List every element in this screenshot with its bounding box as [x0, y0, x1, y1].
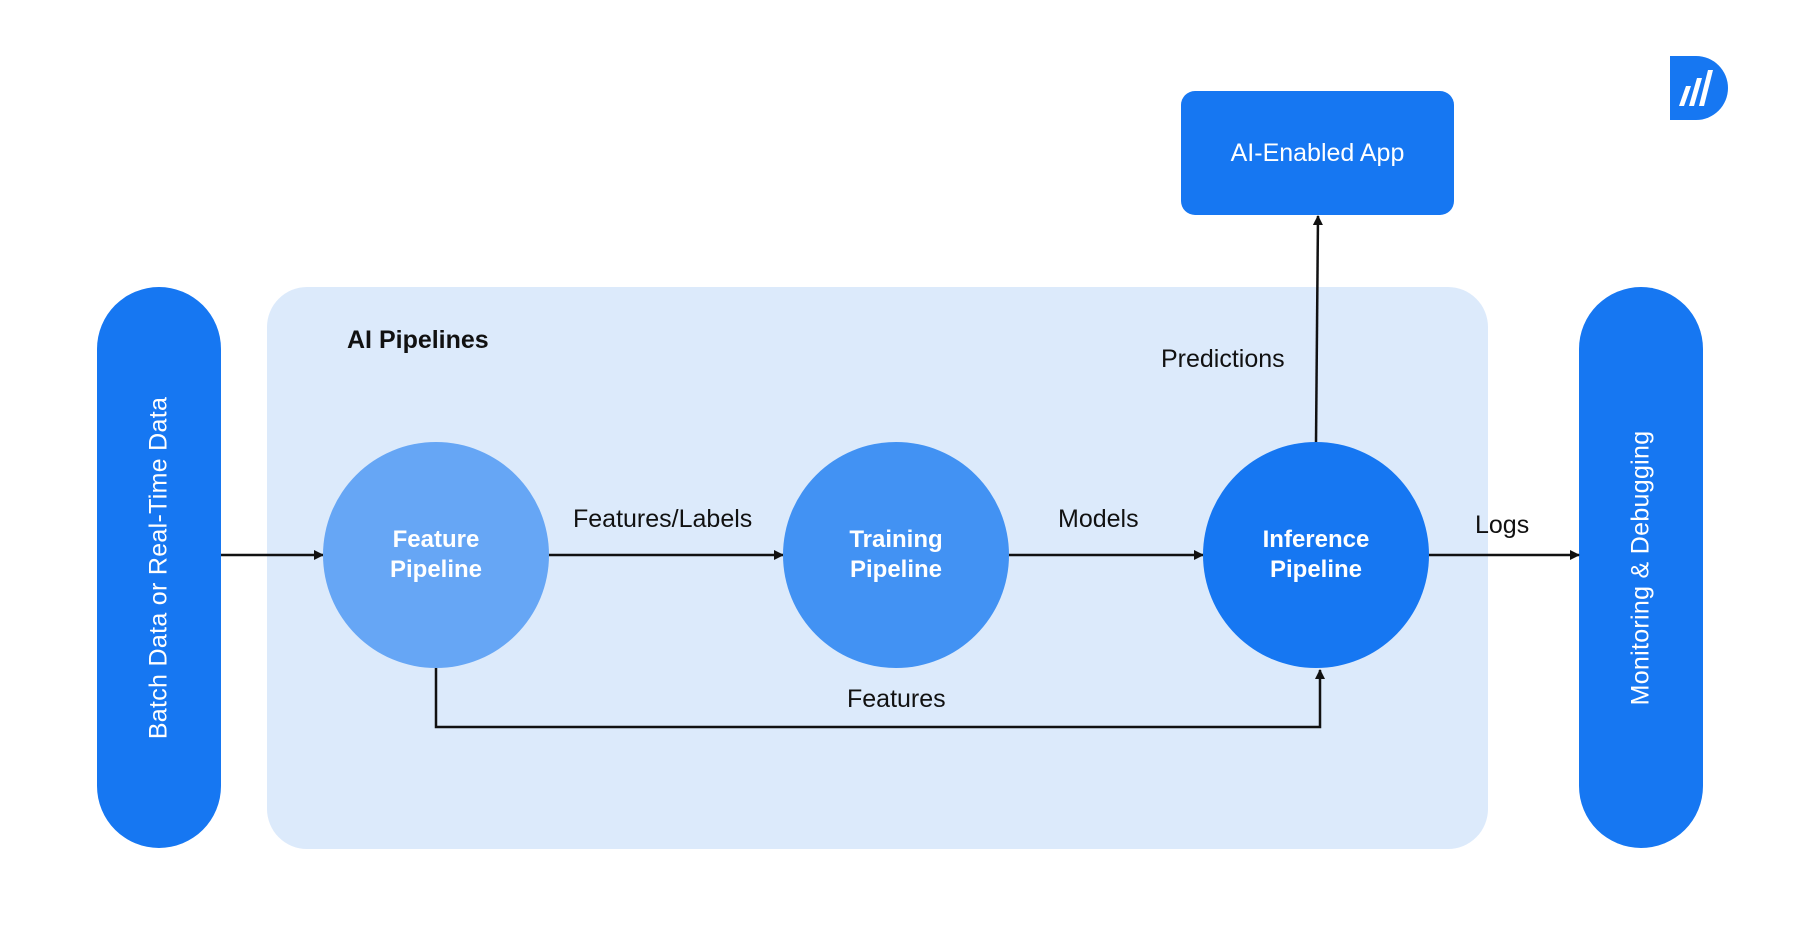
- feature-node-line2: Pipeline: [389, 556, 483, 583]
- edge-label-models: Models: [1058, 505, 1139, 533]
- training-node-line1: Training: [849, 526, 943, 553]
- monitoring-pill: Monitoring & Debugging: [1579, 287, 1703, 848]
- edge-label-predictions: Predictions: [1161, 345, 1285, 373]
- panel-title: AI Pipelines: [347, 326, 489, 354]
- arrow-inference-to-app: [1312, 215, 1323, 443]
- training-node-line2: Pipeline: [849, 556, 943, 583]
- edge-label-features-labels: Features/Labels: [573, 505, 753, 533]
- arrow-feature-to-inference-loop: [434, 668, 1325, 729]
- bar-chart-logo-icon: [1670, 56, 1728, 120]
- edge-label-features: Features: [847, 685, 946, 713]
- data-source-pill: Batch Data or Real-Time Data: [97, 287, 221, 848]
- feature-node-line1: Feature: [392, 526, 480, 553]
- inference-node-line2: Pipeline: [1269, 556, 1363, 583]
- edge-label-logs: Logs: [1475, 511, 1530, 539]
- inference-node-line1: Inference: [1262, 526, 1370, 553]
- ai-enabled-app-box: AI-Enabled App: [1181, 91, 1454, 215]
- feature-pipeline-node: Feature Pipeline: [323, 442, 549, 668]
- training-pipeline-node: Training Pipeline: [783, 442, 1009, 668]
- inference-pipeline-node: Inference Pipeline: [1203, 442, 1429, 668]
